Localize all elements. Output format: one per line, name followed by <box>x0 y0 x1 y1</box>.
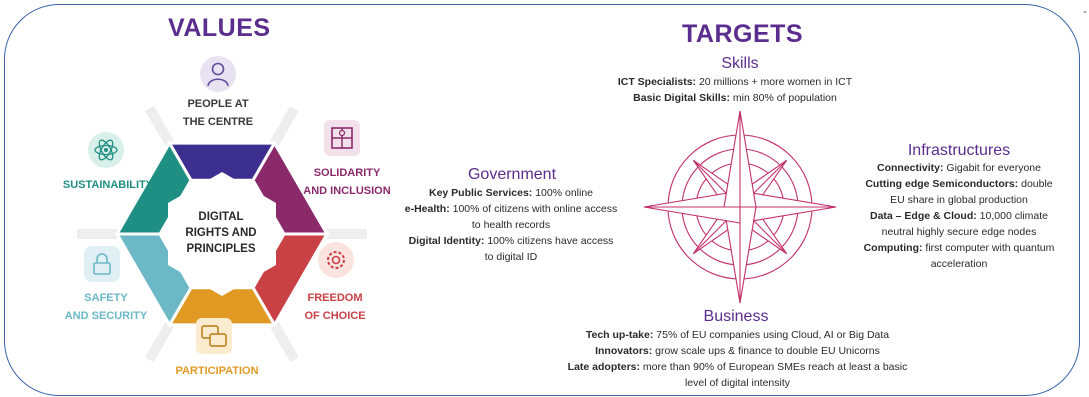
value-sustainability: SUSTAINABILITY <box>62 179 154 191</box>
business-line: Innovators: grow scale ups & finance to … <box>595 345 880 357</box>
hexagon-spoke <box>270 105 299 146</box>
atom-icon <box>88 132 124 168</box>
rounded-frame <box>4 4 1080 396</box>
hexagon-spoke <box>270 322 299 363</box>
business-title: Business <box>703 308 769 325</box>
values-hexagon-diagram <box>77 105 367 363</box>
person-icon <box>200 56 236 92</box>
compass-rose-icon <box>643 110 837 304</box>
government-line: e-Health: 100% of citizens with online a… <box>404 203 618 215</box>
values-heading: VALUES <box>168 14 271 42</box>
business-line: Tech up-take: 75% of EU companies using … <box>585 329 890 341</box>
business-line: level of digital intensity <box>684 377 791 389</box>
gear-brain-icon <box>318 242 354 278</box>
value-participation: PARTICIPATION <box>175 365 259 377</box>
government-block: Key Public Services: 100% online e-Healt… <box>386 185 636 265</box>
hexagon-spoke <box>145 105 174 146</box>
skills-title: Skills <box>721 55 759 72</box>
infrastructures-block: Connectivity: Gigabit for everyone Cutti… <box>848 160 1070 272</box>
hexagon-spoke <box>145 322 174 363</box>
government-line: to health records <box>471 219 551 231</box>
infrastructures-line: acceleration <box>930 258 988 270</box>
skills-line: ICT Specialists: 20 millions + more wome… <box>617 76 853 88</box>
government-line: Key Public Services: 100% online <box>428 187 594 199</box>
skills-block: ICT Specialists: 20 millions + more wome… <box>575 74 895 106</box>
infrastructures-line: Connectivity: Gigabit for everyone <box>877 162 1041 174</box>
puzzle-icon <box>324 120 360 156</box>
infrastructures-line: Computing: first computer with quantum <box>863 242 1055 254</box>
hexagon-center-label: DIGITAL RIGHTS AND PRINCIPLES <box>185 211 257 255</box>
skills-line: Basic Digital Skills: min 80% of populat… <box>633 92 837 104</box>
targets-heading: TARGETS <box>682 20 804 48</box>
infrastructures-line: neutral highly secure edge nodes <box>881 226 1037 238</box>
lock-icon <box>84 246 120 282</box>
business-line: Late adopters: more than 90% of European… <box>567 361 908 373</box>
chat-icon <box>196 318 232 354</box>
infrastructures-line: Cutting edge Semiconductors: double <box>865 178 1053 190</box>
corner-mark: - <box>1083 4 1087 18</box>
government-line: to digital ID <box>484 251 538 263</box>
infrastructures-title: Infrastructures <box>907 142 1011 159</box>
infrastructures-line: EU share in global production <box>890 194 1028 206</box>
infrastructures-line: Data – Edge & Cloud: 10,000 climate <box>870 210 1048 222</box>
government-line: Digital Identity: 100% citizens have acc… <box>408 235 614 247</box>
government-title: Government <box>467 166 557 183</box>
business-block: Tech up-take: 75% of EU companies using … <box>540 327 935 391</box>
